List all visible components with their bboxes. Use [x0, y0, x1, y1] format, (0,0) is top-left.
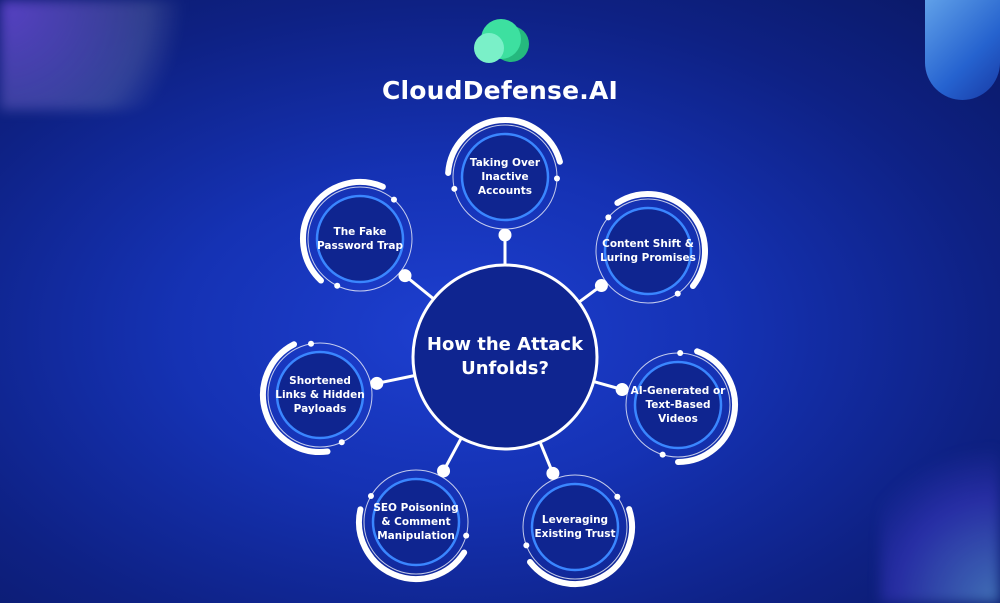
node-dot: [659, 451, 666, 458]
node-outer-ring: [522, 474, 628, 580]
node-dot: [605, 214, 612, 221]
logo: [0, 18, 1000, 72]
node-label: Leveraging Existing Trust: [534, 514, 616, 540]
node-label: SEO Poisoning & Comment Manipulation: [373, 502, 459, 542]
node-outer-ring: [267, 342, 373, 448]
node-circle: [530, 482, 620, 572]
node-outer-ring: [307, 186, 413, 292]
node-label: Content Shift & Luring Promises: [600, 238, 696, 264]
node-progress-arc: [527, 506, 635, 587]
node-circle: [275, 350, 365, 440]
connector-dot: [615, 382, 629, 396]
center-circle: [411, 263, 599, 451]
connector-dot: [498, 228, 512, 242]
center-title: How the Attack Unfolds?: [426, 334, 584, 379]
node-dot: [367, 492, 374, 499]
node-outer-ring: [595, 198, 701, 304]
shield-icon: [925, 0, 1000, 100]
node-dot: [523, 542, 530, 549]
node-dot: [338, 439, 345, 446]
node-label: Shortened Links & Hidden Payloads: [275, 375, 365, 415]
node-label: The Fake Password Trap: [316, 226, 404, 252]
node-label: AI-Generated or Text-Based Videos: [630, 385, 726, 425]
node-outer-ring: [363, 469, 469, 575]
node-label: Taking Over Inactive Accounts: [469, 157, 541, 197]
connector-dot: [594, 279, 608, 293]
node-circle: [315, 194, 405, 284]
connector-dot: [437, 464, 451, 478]
node-dot: [390, 196, 397, 203]
node-progress-arc: [300, 179, 386, 284]
node-progress-arc: [614, 191, 708, 290]
node-dot: [334, 282, 341, 289]
connector-dot: [370, 376, 384, 390]
connector-dot: [546, 466, 560, 480]
node-progress-arc: [675, 348, 738, 465]
node-dot: [677, 350, 684, 357]
node-progress-arc: [356, 506, 468, 582]
cloud-icon: [474, 19, 529, 63]
node-circle: [633, 360, 723, 450]
node-circle: [460, 132, 550, 222]
brand-name: CloudDefense.AI: [381, 76, 619, 105]
node-dot: [451, 185, 458, 192]
node-dot: [614, 493, 621, 500]
node-circle: [371, 477, 461, 567]
node-dot: [553, 175, 560, 182]
connector-dot: [398, 269, 412, 283]
decorative-glow: [880, 430, 1000, 603]
decorative-glow: [0, 0, 220, 110]
node-progress-arc: [445, 117, 563, 176]
node-dot: [463, 532, 470, 539]
node-progress-arc: [260, 341, 331, 455]
node-circle: [603, 206, 693, 296]
node-dot: [308, 340, 315, 347]
node-dot: [674, 290, 681, 297]
